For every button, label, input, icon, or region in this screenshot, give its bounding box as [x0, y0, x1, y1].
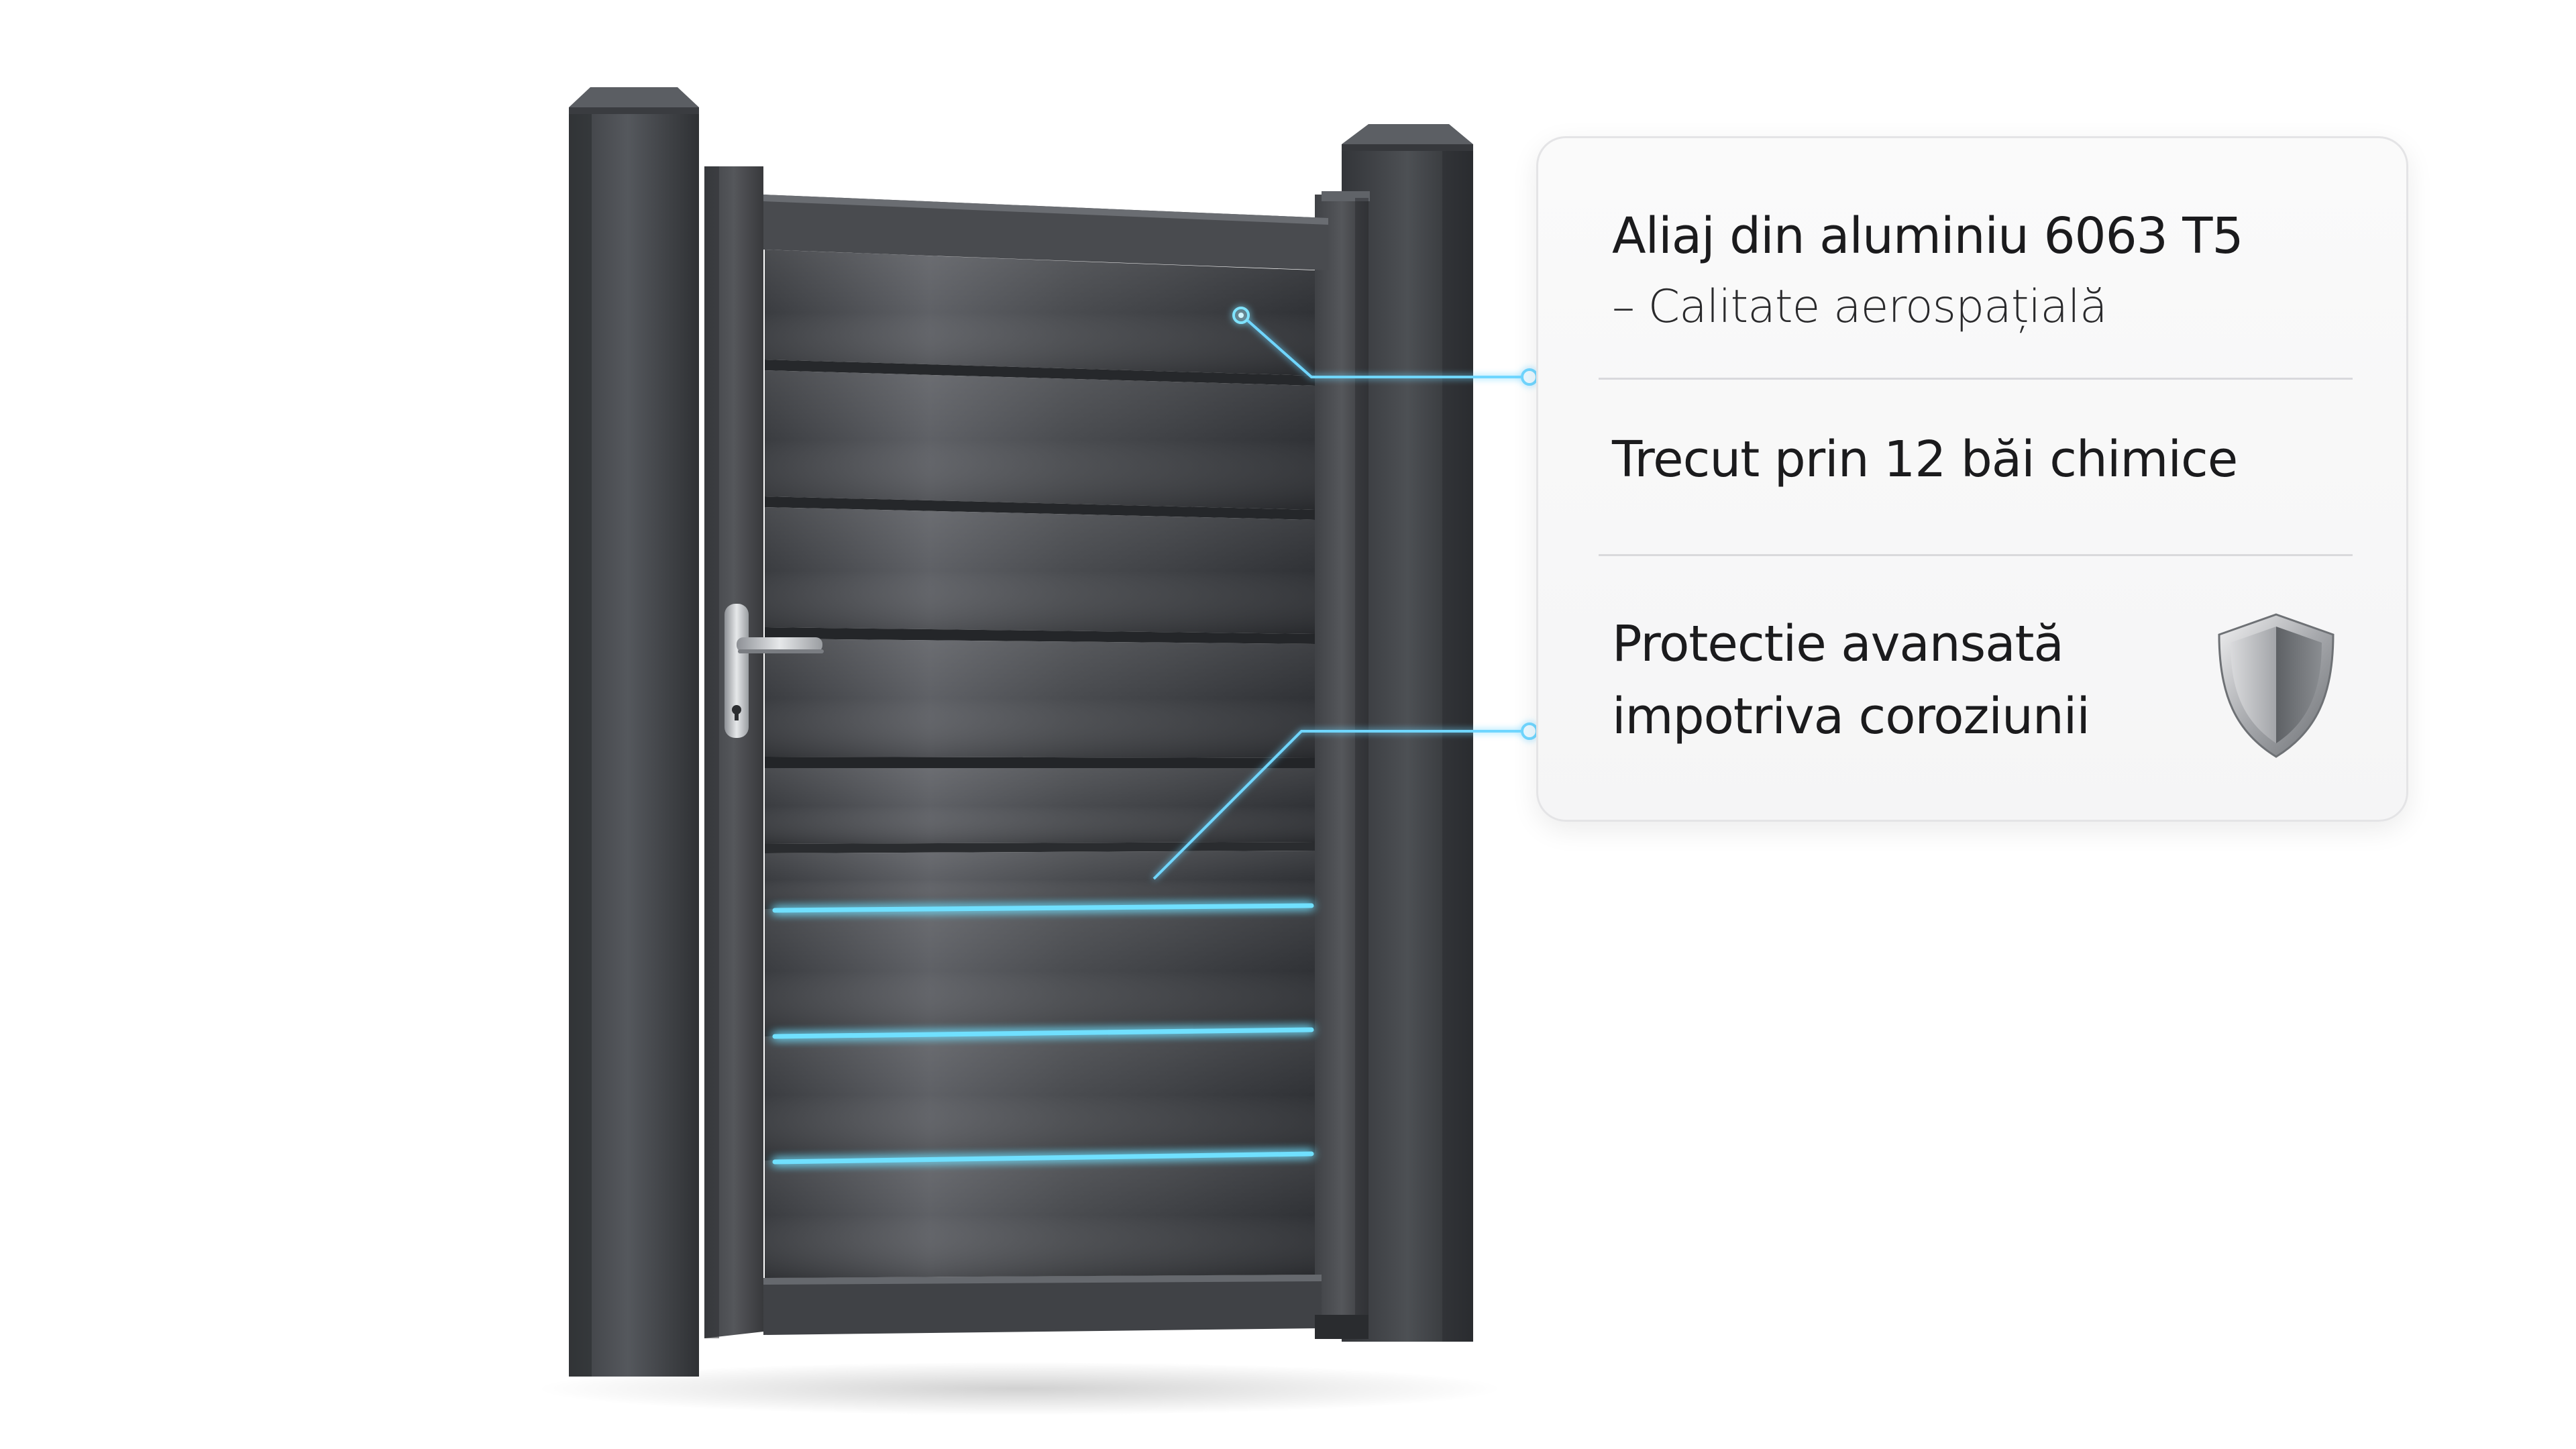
feature-corrosion-title-line2: impotriva coroziunii — [1612, 688, 2090, 745]
gate-frame — [704, 166, 1370, 1339]
feature-alloy-title: Aliaj din aluminiu 6063 T5 — [1612, 207, 2244, 265]
feature-alloy: Aliaj din aluminiu 6063 T5 – Calitate ae… — [1612, 200, 2366, 342]
glowing-slat-highlights — [772, 903, 1314, 1165]
feature-alloy-subtitle: – Calitate aerospațială — [1612, 280, 2108, 333]
shield-icon — [2218, 613, 2334, 758]
feature-corrosion: Protectie avansată impotriva coroziunii — [1612, 608, 2366, 753]
features-card: Aliaj din aluminiu 6063 T5 – Calitate ae… — [1536, 136, 2408, 822]
feature-chemical-baths-title: Trecut prin 12 băi chimice — [1612, 431, 2238, 488]
door-handle — [724, 604, 824, 738]
left-post — [569, 87, 699, 1377]
feature-chemical-baths: Trecut prin 12 băi chimice — [1612, 423, 2366, 496]
ground-shadow — [537, 1362, 1503, 1415]
divider — [1599, 378, 2353, 380]
gate-slats — [765, 250, 1315, 1278]
divider — [1599, 554, 2353, 556]
feature-corrosion-title-line1: Protectie avansată — [1612, 615, 2064, 673]
